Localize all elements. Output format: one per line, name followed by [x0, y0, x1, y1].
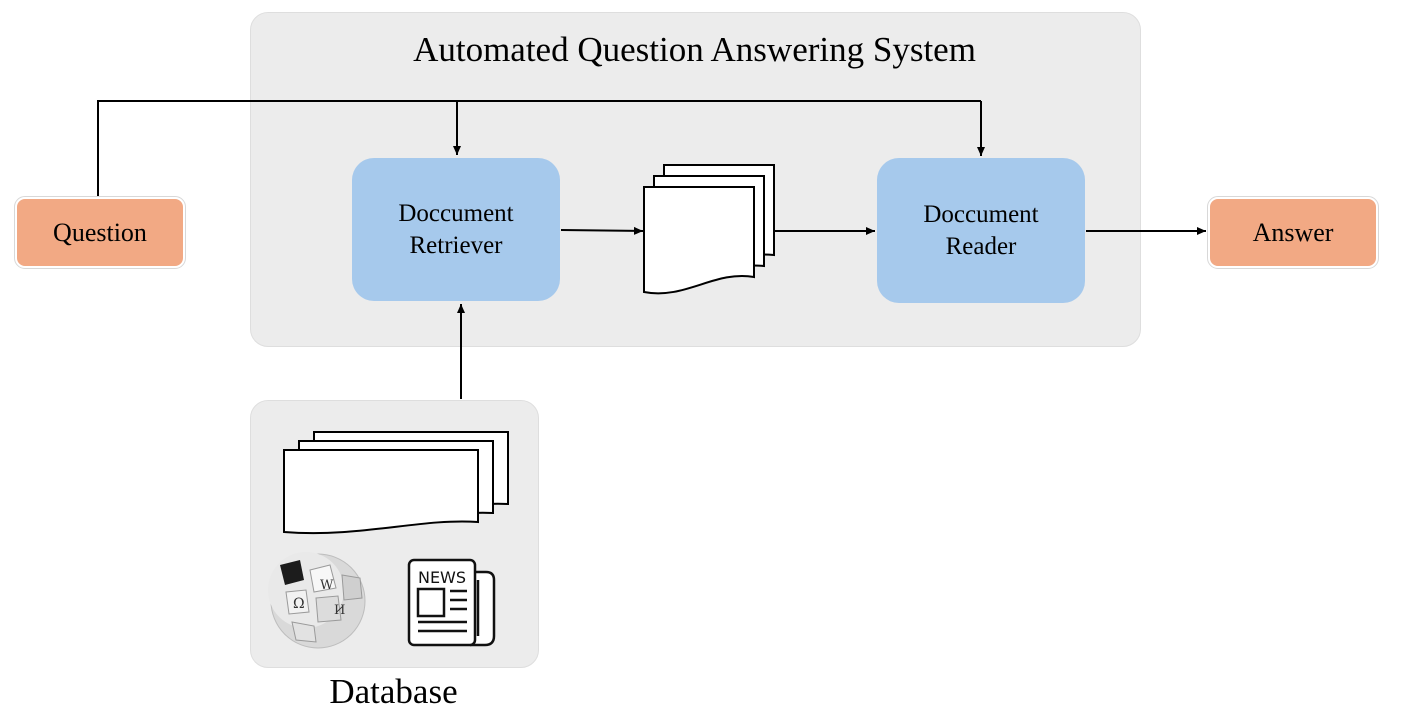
svg-text:W: W	[320, 578, 334, 593]
newspaper-icon	[407, 558, 496, 647]
system-title: Automated Question Answering System	[413, 30, 976, 69]
document-stack-icon	[283, 431, 509, 535]
wikipedia-globe-icon: Ω W И	[268, 552, 366, 649]
retriever-label-line1: Doccument	[398, 199, 514, 227]
retriever-label-line2: Retriever	[409, 231, 503, 259]
svg-text:И: И	[334, 603, 345, 618]
answer-output-node: Answer	[1207, 196, 1379, 269]
svg-text:Ω: Ω	[293, 596, 305, 612]
question-feed-connector	[97, 100, 985, 196]
retrieved-documents-icon	[643, 164, 775, 295]
database-label: Database	[329, 672, 458, 711]
reader-label-line1: Doccument	[923, 200, 1039, 228]
document-retriever-node: Doccument Retriever	[352, 158, 560, 301]
question-label: Question	[53, 217, 147, 247]
document-reader-node: Doccument Reader	[877, 158, 1085, 303]
answer-label: Answer	[1252, 217, 1334, 247]
news-icon-label: NEWS	[418, 568, 466, 587]
question-input-node: Question	[14, 196, 186, 269]
retriever-to-documents-arrow	[560, 226, 644, 235]
reader-label-line2: Reader	[945, 232, 1017, 260]
